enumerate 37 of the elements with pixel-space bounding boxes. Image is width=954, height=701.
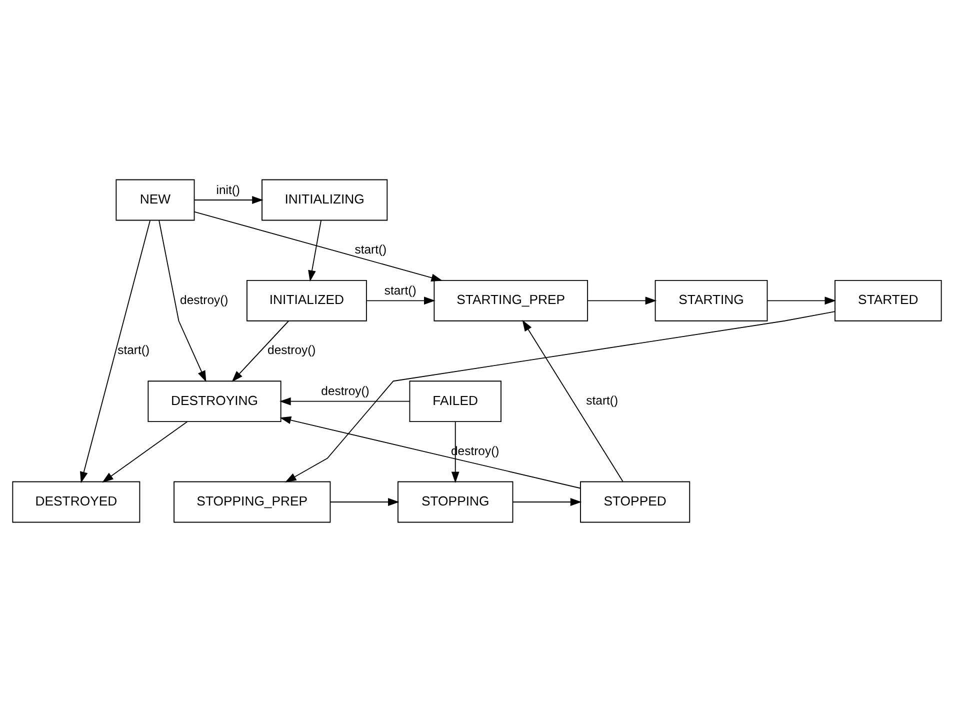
node-box: FAILED (409, 380, 502, 422)
node-box: STOPPING_PREP (174, 480, 331, 522)
arrow (512, 498, 582, 506)
arrow (366, 296, 436, 304)
edge-label: destroy() (321, 384, 370, 398)
edge-label: start() (384, 282, 416, 297)
node-box: DESTROYED (12, 480, 140, 522)
arrow (285, 310, 836, 482)
arrow (194, 210, 443, 282)
edge-label: start() (118, 342, 150, 357)
arrow (522, 319, 624, 482)
arrow (158, 220, 206, 382)
edge-label: destroy() (268, 342, 316, 357)
arrow (280, 416, 581, 488)
node-box: STARTING_PREP (434, 279, 588, 321)
edge-label: start() (586, 393, 618, 408)
arrow (308, 219, 322, 282)
arrow (587, 296, 657, 304)
node-box: STOPPED (580, 480, 690, 522)
node-box: STARTING (654, 279, 768, 321)
arrow (330, 498, 400, 506)
node-box: STOPPING (398, 480, 514, 522)
arrow (280, 396, 410, 405)
node-box: DESTROYING (148, 380, 282, 422)
arrow (102, 420, 188, 482)
node-box: NEW (116, 178, 195, 220)
edge-label: destroy() (180, 292, 228, 306)
arrow (451, 420, 460, 483)
edge-label: init() (216, 182, 240, 196)
arrow (80, 220, 150, 483)
arrow (232, 320, 289, 382)
arrow (194, 196, 264, 204)
arrow (766, 296, 836, 304)
node-box: INITIALIZING (262, 178, 388, 220)
edge-label: start() (354, 242, 387, 256)
node-box: INITIALIZED (246, 279, 367, 321)
node-box: STARTED (834, 279, 942, 321)
